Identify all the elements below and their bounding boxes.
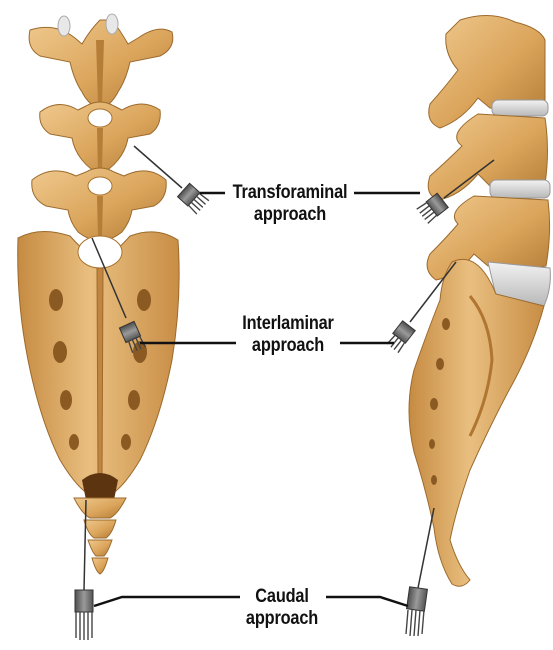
needle-caudal-lateral bbox=[406, 508, 434, 636]
label-interlaminar-line2: approach bbox=[235, 335, 342, 357]
label-transforaminal-line1: Transforaminal bbox=[225, 182, 356, 204]
label-caudal-approach: Caudal approach bbox=[239, 586, 325, 630]
intervertebral-disc-2 bbox=[490, 180, 550, 198]
label-caudal-line2: approach bbox=[239, 608, 325, 630]
posterior-spine-view bbox=[18, 14, 179, 574]
vertebra-l5-posterior bbox=[32, 168, 166, 242]
lateral-spine-view bbox=[409, 15, 550, 586]
label-transforaminal-approach: Transforaminal approach bbox=[225, 182, 356, 226]
label-transforaminal-line2: approach bbox=[225, 204, 356, 226]
vertebra-l3-posterior bbox=[29, 14, 173, 110]
intervertebral-disc-1 bbox=[492, 100, 548, 116]
sacrum-posterior bbox=[18, 231, 179, 500]
label-caudal-line1: Caudal bbox=[239, 586, 325, 608]
vertebra-l4-posterior bbox=[40, 102, 161, 174]
label-interlaminar-line1: Interlaminar bbox=[235, 313, 342, 335]
leader-caudal-left bbox=[94, 597, 240, 606]
coccyx-posterior bbox=[74, 498, 126, 574]
label-interlaminar-approach: Interlaminar approach bbox=[235, 313, 342, 357]
leader-caudal-right bbox=[326, 597, 408, 606]
sacrum-lateral bbox=[409, 259, 544, 586]
